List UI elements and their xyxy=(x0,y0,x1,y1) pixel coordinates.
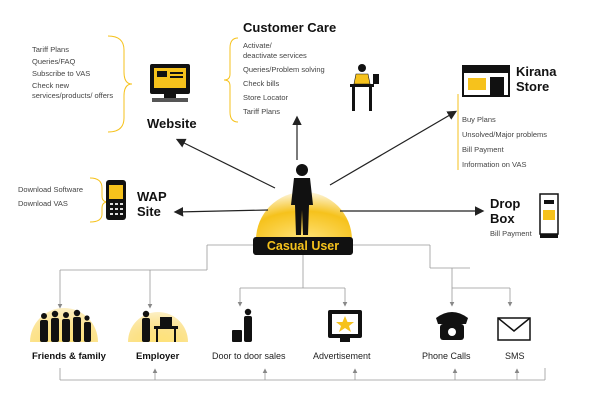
customer-care-item: Queries/Problem solving xyxy=(243,65,325,74)
drop-box-title: Drop Box xyxy=(490,196,520,226)
website-title: Website xyxy=(147,116,197,131)
wap-site-title: WAP Site xyxy=(137,189,167,219)
customer-care-item: Tariff Plans xyxy=(243,107,280,116)
store-icon xyxy=(462,65,510,97)
website-bracket xyxy=(107,35,133,133)
casual-user-icon xyxy=(291,164,313,235)
kirana-title-line2: Store xyxy=(516,79,550,94)
computer-icon xyxy=(150,64,190,102)
customer-care-items: Activate/ deactivate services Queries/Pr… xyxy=(243,40,325,118)
drop-box-icon xyxy=(539,193,559,238)
wap-site-items: Download Software Download VAS xyxy=(18,183,83,211)
mobile-phone-icon xyxy=(106,180,126,220)
employer-label: Employer xyxy=(136,351,180,362)
website-item: Tariff Plans xyxy=(32,45,69,54)
kirana-item: Bill Payment xyxy=(462,145,504,154)
phone-calls-label: Phone Calls xyxy=(422,351,471,361)
website-item: Subscribe to VAS xyxy=(32,69,91,78)
customer-care-icon xyxy=(350,64,379,111)
tv-icon xyxy=(328,310,362,342)
website-item: services/products/ offers xyxy=(32,91,114,100)
kirana-item: Unsolved/Major problems xyxy=(462,130,548,139)
arrow-to-website xyxy=(175,138,276,189)
telephone-icon xyxy=(436,312,468,340)
salesperson-icon xyxy=(232,308,252,342)
sms-label: SMS xyxy=(505,351,525,361)
wap-bracket xyxy=(89,177,109,223)
drop-box-item: Bill Payment xyxy=(490,229,532,238)
kirana-item: Buy Plans xyxy=(462,115,496,124)
kirana-title-line1: Kirana xyxy=(516,64,557,79)
wap-item: Download VAS xyxy=(18,199,68,208)
drop-box-title-line2: Box xyxy=(490,211,515,226)
casual-user-label: Casual User xyxy=(253,237,353,255)
customer-care-title: Customer Care xyxy=(243,20,337,35)
envelope-icon xyxy=(497,317,531,341)
customer-care-item: Check bills xyxy=(243,79,280,88)
customer-care-item: Store Locator xyxy=(243,93,289,102)
arrow-to-kirana-store xyxy=(329,110,458,186)
employer-icon xyxy=(128,310,188,342)
website-item: Check new xyxy=(32,81,70,90)
wap-title-line1: WAP xyxy=(137,189,167,204)
kirana-item: Information on VAS xyxy=(462,160,527,169)
drop-box-title-line1: Drop xyxy=(490,196,521,211)
friends-family-label: Friends & family xyxy=(32,351,106,362)
advertisement-label: Advertisement xyxy=(313,351,371,361)
arrow-to-wap-site xyxy=(173,207,269,217)
wap-item: Download Software xyxy=(18,185,84,194)
website-items: Tariff Plans Queries/FAQ Subscribe to VA… xyxy=(32,44,113,102)
website-item: Queries/FAQ xyxy=(32,57,76,66)
customer-care-item: deactivate services xyxy=(243,51,307,60)
kirana-store-title: Kirana Store xyxy=(516,64,556,94)
friends-family-icon xyxy=(30,308,98,342)
customer-care-item: Activate/ xyxy=(243,41,272,50)
customer-care-bracket xyxy=(223,37,239,123)
kirana-store-items: Buy Plans Unsolved/Major problems Bill P… xyxy=(462,112,547,172)
wap-title-line2: Site xyxy=(137,204,161,219)
door-to-door-label: Door to door sales xyxy=(212,351,286,361)
